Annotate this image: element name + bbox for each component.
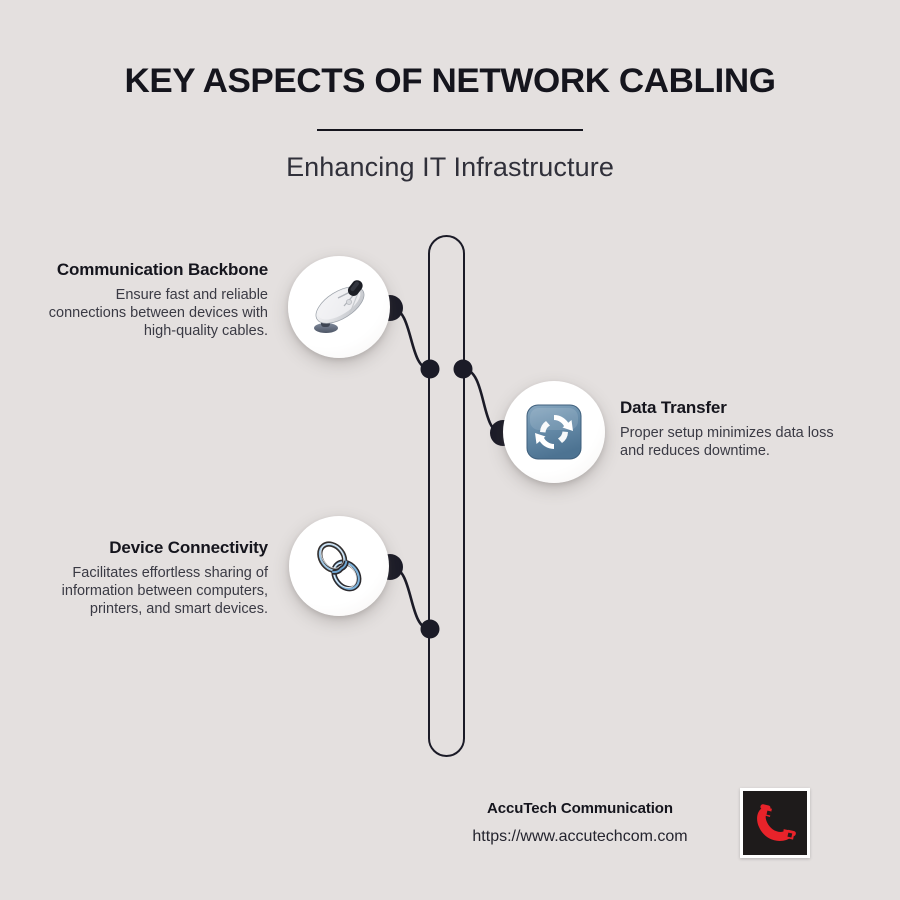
item-body: Ensure fast and reliable connections bet…	[48, 287, 268, 340]
page-subtitle: Enhancing IT Infrastructure	[286, 152, 614, 182]
satellite-dish-icon	[314, 280, 365, 333]
node-communication-backbone[interactable]	[288, 256, 390, 358]
text-block-data-transfer: Data Transfer Proper setup minimizes dat…	[620, 398, 840, 460]
item-body: Proper setup minimizes data loss and red…	[620, 425, 834, 460]
footer-website-url[interactable]: https://www.accutechcom.com	[472, 828, 688, 845]
page-title: KEY ASPECTS OF NETWORK CABLING	[124, 62, 776, 100]
chain-link-icon	[317, 541, 362, 592]
footer-company-name: AccuTech Communication	[487, 800, 673, 817]
company-logo	[740, 788, 810, 858]
item-heading: Communication Backbone	[56, 260, 268, 279]
title-divider	[317, 129, 583, 131]
item-body: Facilitates effortless sharing of inform…	[61, 565, 268, 618]
phone-handset-icon	[757, 804, 796, 841]
item-heading: Data Transfer	[620, 398, 727, 417]
central-spine	[428, 235, 465, 757]
text-block-communication-backbone: Communication Backbone Ensure fast and r…	[48, 260, 268, 340]
item-heading: Device Connectivity	[109, 538, 268, 557]
sync-arrows-icon	[526, 404, 582, 460]
text-block-device-connectivity: Device Connectivity Facilitates effortle…	[40, 538, 268, 618]
node-device-connectivity[interactable]	[289, 516, 389, 616]
node-data-transfer[interactable]	[503, 381, 605, 483]
